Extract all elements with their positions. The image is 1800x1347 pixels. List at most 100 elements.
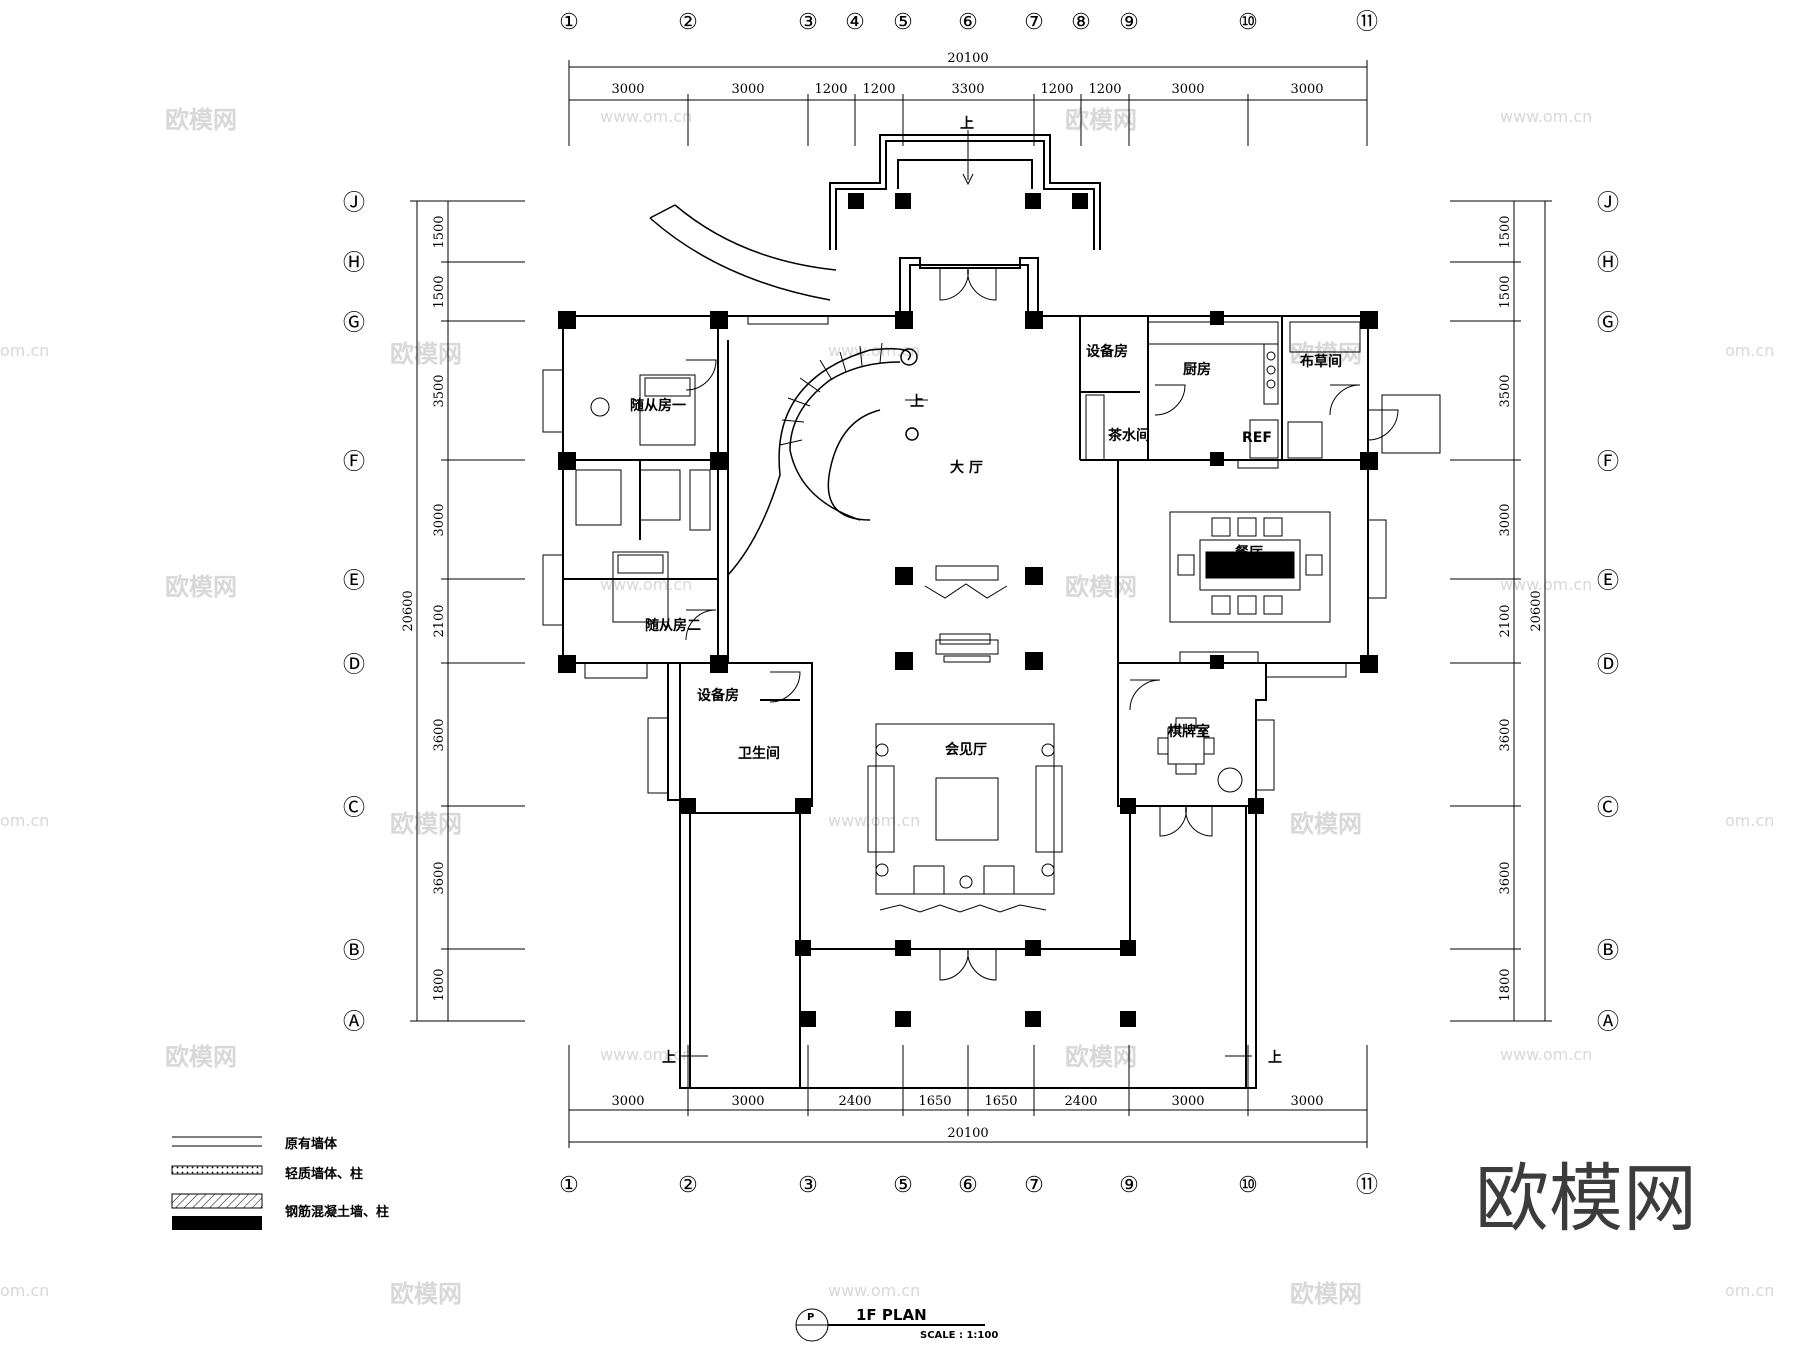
grid-label: ⑥ (958, 1173, 978, 1198)
watermark-brand: 欧模网 (390, 340, 462, 368)
dim-value: 1800 (432, 968, 447, 1001)
dimension-bottom (568, 1045, 1368, 1148)
dim-value: 3600 (432, 718, 447, 751)
legend: 原有墙体 轻质墙体、柱 钢筋混凝土墙、柱 (171, 1136, 389, 1230)
dim-value: 3600 (1498, 718, 1513, 751)
title-name: 1F PLAN (856, 1306, 927, 1324)
room-labels: 大 厅 随从房一 随从房二 设备房 厨房 布草间 茶水间 REF 餐厅 设备房 … (630, 343, 1342, 762)
grid-label: ⑨ (1119, 10, 1139, 35)
watermark-brand: 欧模网 (1065, 106, 1137, 134)
grid-label: ② (678, 1173, 698, 1198)
watermark-url: www.om.cn (1500, 107, 1592, 126)
windows (542, 315, 1441, 794)
dim-value: 2400 (838, 1094, 871, 1109)
grid-label: ⑤ (893, 10, 913, 35)
room-label-equipment1: 设备房 (1086, 343, 1128, 360)
watermark-url: www.om.cn (600, 575, 692, 594)
stair-treads (779, 342, 883, 446)
watermark-brand: 欧模网 (390, 1280, 462, 1308)
watermark-brand: 欧模网 (1290, 810, 1362, 838)
dimension-sides (410, 200, 1552, 1022)
dim-value: 1650 (918, 1094, 951, 1109)
watermark-url: www.om.cn (1500, 1045, 1592, 1064)
room-label-kitchen: 厨房 (1183, 361, 1211, 378)
grid-label: ⑨ (1119, 1173, 1139, 1198)
drawing-title: P 1F PLAN SCALE : 1:100 (795, 1306, 998, 1342)
kitchen-fixtures (1085, 321, 1361, 461)
room-label-chess: 棋牌室 (1168, 723, 1210, 740)
grid-label: ⑩ (1238, 10, 1258, 35)
dim-value: 2400 (1064, 1094, 1097, 1109)
title-symbol: P (807, 1312, 814, 1323)
dim-total: 20600 (1529, 590, 1544, 631)
chess-table (1157, 717, 1243, 793)
dim-value: 1200 (1040, 82, 1073, 97)
watermark-url: www.om.cn (600, 107, 692, 126)
columns (558, 193, 1378, 1027)
building-walls (562, 134, 1369, 1089)
up-arrows (680, 130, 1252, 1057)
grid-labels-right: Ⓙ Ⓗ Ⓖ Ⓕ Ⓔ Ⓓ Ⓒ Ⓑ Ⓐ (1597, 191, 1619, 1035)
dim-value: 1800 (1498, 968, 1513, 1001)
watermark-url: www.om.cn (828, 811, 920, 830)
grid-label: ⑦ (1024, 10, 1044, 35)
dim-value: 3000 (731, 82, 764, 97)
grid-label: Ⓓ (1597, 653, 1619, 678)
dim-value: 3000 (1171, 82, 1204, 97)
up-label: 上 (1268, 1050, 1282, 1066)
watermark-brand: 欧模网 (1290, 340, 1362, 368)
grid-label: Ⓖ (343, 311, 365, 336)
dim-value: 1200 (862, 82, 895, 97)
grid-label: Ⓗ (1597, 251, 1619, 276)
hall-furniture (924, 565, 1008, 663)
dimension-top-text: 20100 3000 3000 1200 1200 3300 1200 1200… (611, 51, 1323, 97)
grid-labels-left: Ⓙ Ⓗ Ⓖ Ⓕ Ⓔ Ⓓ Ⓒ Ⓑ Ⓐ (343, 191, 365, 1035)
dim-value: 1200 (814, 82, 847, 97)
grid-label: ⑪ (1356, 1173, 1378, 1198)
grid-label: Ⓑ (1597, 939, 1619, 964)
grid-label: Ⓐ (343, 1010, 365, 1035)
grid-label: ④ (845, 10, 865, 35)
watermark-url: om.cn (1725, 1281, 1774, 1300)
room-label-servant1: 随从房一 (630, 397, 686, 414)
grid-label: ⑧ (1071, 10, 1091, 35)
grid-label: Ⓖ (1597, 311, 1619, 336)
watermark-url: www.om.cn (600, 1045, 692, 1064)
watermark-brand: 欧模网 (1290, 1280, 1362, 1308)
room-label-reception: 会见厅 (945, 741, 987, 758)
grid-label: ① (559, 1173, 579, 1198)
grid-label: Ⓙ (343, 191, 365, 216)
grid-label: Ⓒ (343, 796, 365, 821)
dim-value: 1500 (432, 275, 447, 308)
dim-value: 3000 (432, 503, 447, 536)
dim-value: 3500 (432, 374, 447, 407)
grid-label: Ⓔ (343, 569, 365, 594)
up-label: 上 (910, 394, 924, 410)
watermark-brand: 欧模网 (165, 1043, 237, 1071)
watermark-url: om.cn (1725, 811, 1774, 830)
watermark-url: www.om.cn (1500, 575, 1592, 594)
dim-total: 20100 (947, 51, 988, 66)
spiral-staircase (727, 348, 919, 576)
dim-value: 3600 (432, 861, 447, 894)
watermark-url: www.om.cn (828, 1281, 920, 1300)
up-label: 上 (960, 116, 974, 132)
grid-label: Ⓕ (1597, 450, 1619, 475)
watermark-brand: 欧模网 (1065, 573, 1137, 601)
grid-label: ⑥ (958, 10, 978, 35)
dim-total: 20600 (401, 590, 416, 631)
dim-value: 3500 (1498, 374, 1513, 407)
stair-labels: 上 上 上 上 (662, 116, 1282, 1066)
legend-label: 钢筋混凝土墙、柱 (285, 1204, 389, 1220)
grid-label: Ⓒ (1597, 796, 1619, 821)
legend-label: 原有墙体 (285, 1136, 338, 1152)
grid-label: ③ (798, 10, 818, 35)
room-label-bath: 卫生间 (738, 745, 780, 762)
dim-value: 1500 (432, 215, 447, 248)
dim-value: 3000 (611, 1094, 644, 1109)
grid-label: Ⓗ (343, 251, 365, 276)
grid-label: ③ (798, 1173, 818, 1198)
watermark-url: om.cn (0, 1281, 49, 1300)
watermark-brand: 欧模网 (165, 106, 237, 134)
